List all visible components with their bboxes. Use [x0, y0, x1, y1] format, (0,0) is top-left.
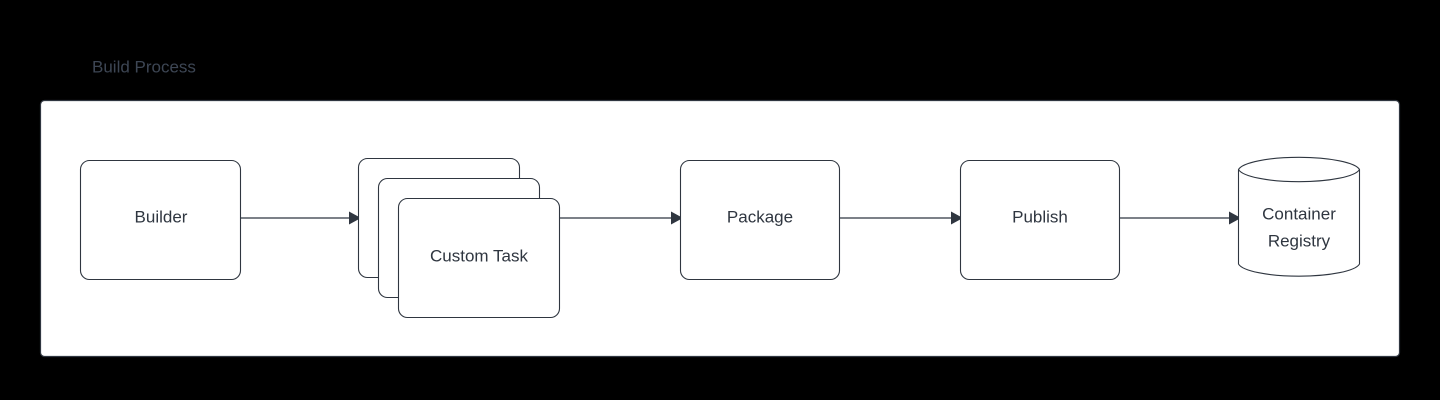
edge-builder-to-custom-task [241, 211, 361, 225]
node-custom-task-front-label: Custom Task [430, 246, 528, 265]
node-builder-label: Builder [135, 207, 188, 226]
node-package[interactable]: Package [679, 159, 841, 281]
node-container-registry[interactable]: Container Registry [1237, 156, 1361, 277]
edge-package-to-publish [840, 211, 963, 225]
node-publish[interactable]: Publish [959, 159, 1121, 281]
group-title: Build Process [92, 57, 196, 76]
node-package-label: Package [727, 207, 793, 226]
edge-publish-to-container-registry [1120, 211, 1241, 225]
node-custom-task-front[interactable]: Custom Task [397, 197, 561, 319]
node-container-registry-label-line2: Registry [1268, 231, 1331, 250]
node-container-registry-label-line1: Container [1262, 204, 1336, 223]
node-builder[interactable]: Builder [79, 159, 242, 281]
edge-custom-task-to-package [560, 211, 683, 225]
node-publish-label: Publish [1012, 207, 1068, 226]
